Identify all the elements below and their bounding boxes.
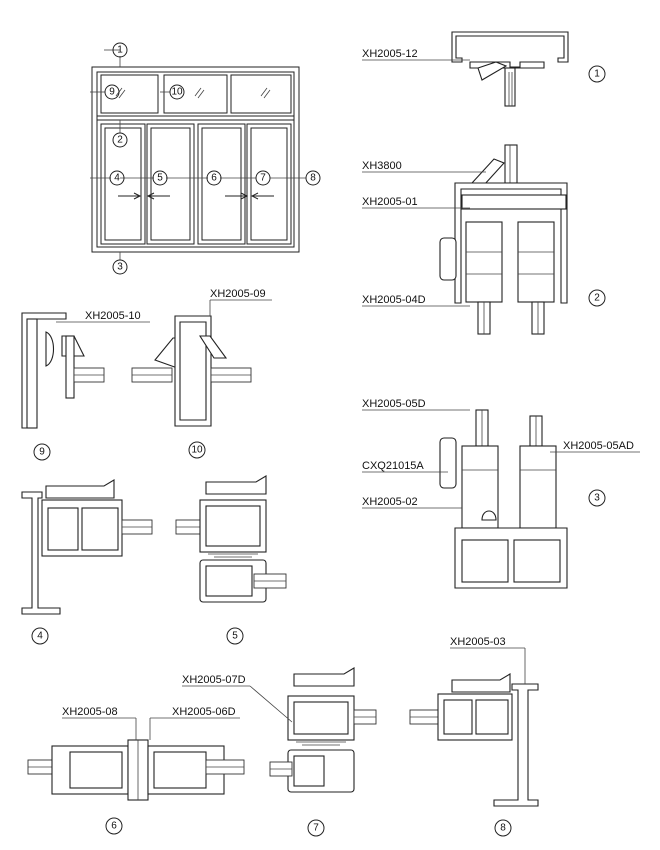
label-xh2005-03: XH2005-03 [450, 636, 506, 648]
elevation-callouts: 1 9 10 2 4 5 6 7 8 3 [104, 42, 321, 275]
section-label-9: 9 [39, 447, 45, 458]
callout-3: 3 [117, 262, 123, 273]
label-xh2005-05ad: XH2005-05AD [563, 440, 634, 452]
section-2-drawing [439, 144, 568, 335]
label-xh2005-07d: XH2005-07D [182, 674, 246, 686]
callout-9: 9 [109, 87, 115, 98]
section-label-7: 7 [313, 823, 319, 834]
window-elevation [90, 49, 306, 260]
section-label-3: 3 [594, 493, 600, 504]
label-xh2005-10: XH2005-10 [85, 310, 141, 322]
section-8-drawing [409, 673, 539, 807]
label-xh2005-06d: XH2005-06D [172, 706, 236, 718]
section-3-drawing [439, 409, 568, 589]
label-xh2005-04d: XH2005-04D [362, 294, 426, 306]
section-label-5: 5 [232, 631, 238, 642]
section-label-6: 6 [111, 821, 117, 832]
section-7-drawing [269, 667, 377, 793]
callout-2: 2 [117, 135, 123, 146]
section-label-1: 1 [594, 69, 600, 80]
label-xh2005-02: XH2005-02 [362, 496, 418, 508]
section-label-10: 10 [191, 445, 203, 456]
section-5-drawing [175, 475, 287, 603]
section-4-drawing [21, 479, 153, 615]
section-label-2: 2 [594, 293, 600, 304]
label-xh2005-09: XH2005-09 [210, 288, 266, 300]
label-xh2005-05d: XH2005-05D [362, 398, 426, 410]
label-xh3800: XH3800 [362, 160, 402, 172]
callout-4: 4 [114, 173, 120, 184]
label-xh2005-12: XH2005-12 [362, 48, 418, 60]
callout-10: 10 [171, 87, 183, 98]
section-6-drawing [27, 739, 245, 801]
section-label-8: 8 [500, 823, 506, 834]
label-cxq21015a: CXQ21015A [362, 460, 424, 472]
label-xh2005-08: XH2005-08 [62, 706, 118, 718]
callout-6: 6 [211, 173, 217, 184]
section-label-4: 4 [37, 631, 43, 642]
callout-8: 8 [310, 173, 316, 184]
section-10-drawing [131, 315, 252, 427]
section-1-drawing [451, 31, 569, 107]
callout-1: 1 [117, 45, 123, 56]
label-xh2005-01: XH2005-01 [362, 196, 418, 208]
section-9-drawing [21, 312, 105, 429]
callout-7: 7 [260, 173, 266, 184]
callout-5: 5 [157, 173, 163, 184]
